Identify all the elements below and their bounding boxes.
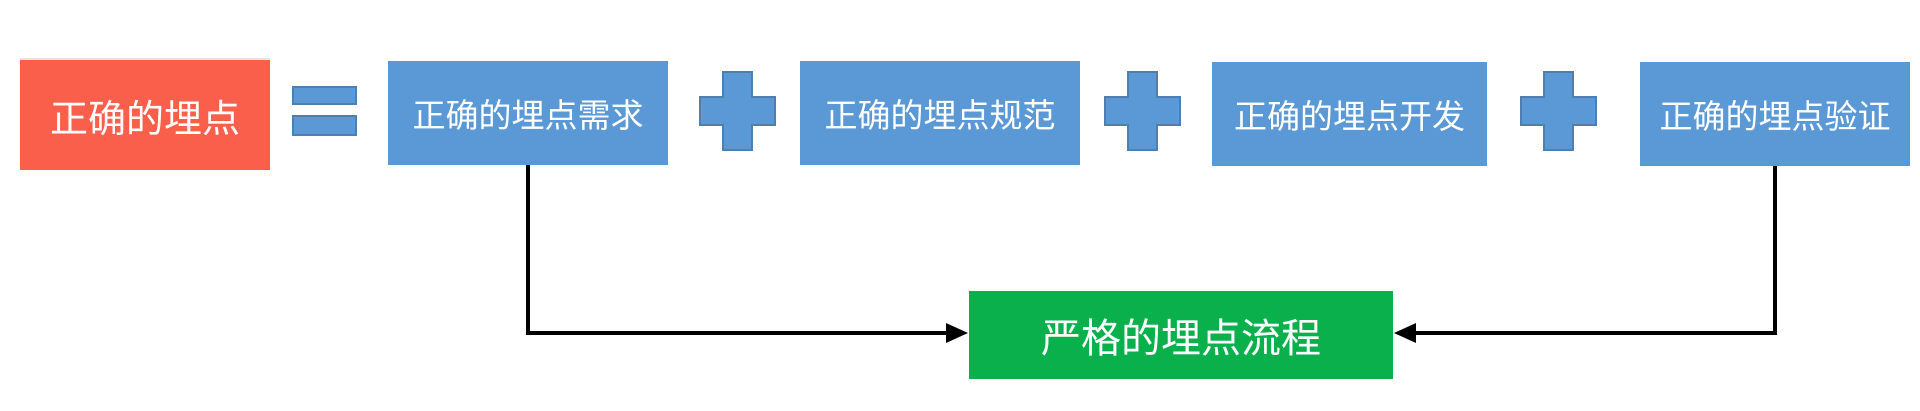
tracking-development-label: 正确的埋点开发 bbox=[1234, 100, 1465, 136]
plus-icon bbox=[699, 71, 776, 151]
strict-tracking-process-label: 严格的埋点流程 bbox=[1041, 316, 1321, 361]
tracking-verification-box: 正确的埋点验证 bbox=[1640, 62, 1910, 166]
arrow-requirements-to-process bbox=[526, 165, 950, 335]
strict-tracking-process-box: 严格的埋点流程 bbox=[969, 291, 1393, 379]
arrowhead-left-icon bbox=[1394, 323, 1416, 343]
tracking-requirements-box: 正确的埋点需求 bbox=[388, 61, 668, 165]
tracking-verification-label: 正确的埋点验证 bbox=[1659, 100, 1891, 136]
arrowhead-right-icon bbox=[946, 323, 968, 343]
tracking-specification-label: 正确的埋点规范 bbox=[824, 99, 1056, 135]
correct-tracking-label: 正确的埋点 bbox=[49, 98, 240, 141]
arrow-verification-to-process bbox=[1412, 166, 1777, 335]
tracking-specification-box: 正确的埋点规范 bbox=[800, 61, 1080, 165]
correct-tracking-box: 正确的埋点 bbox=[20, 58, 270, 170]
tracking-requirements-label: 正确的埋点需求 bbox=[412, 99, 644, 135]
plus-icon bbox=[1520, 71, 1597, 151]
plus-icon bbox=[1104, 71, 1181, 151]
equals-icon bbox=[292, 86, 357, 136]
tracking-development-box: 正确的埋点开发 bbox=[1212, 62, 1487, 166]
